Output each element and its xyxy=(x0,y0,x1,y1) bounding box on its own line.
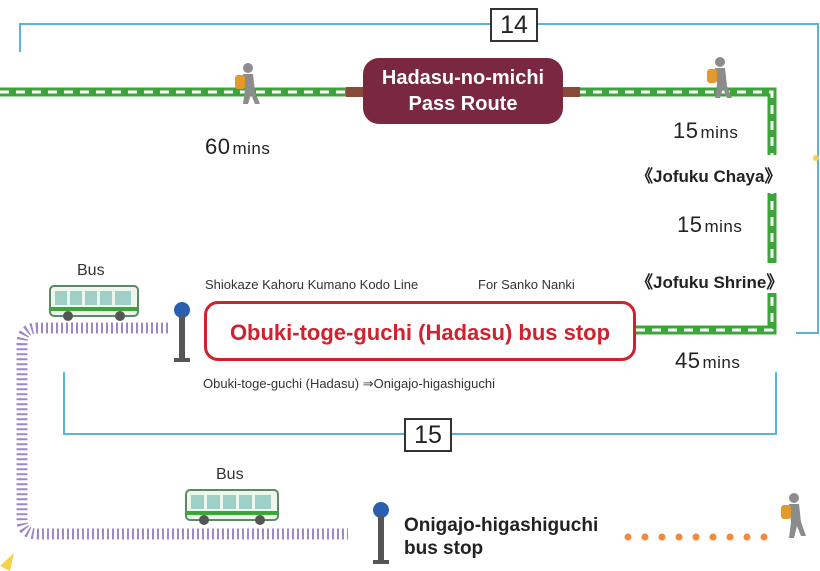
second-stop-line2: bus stop xyxy=(404,538,484,559)
bus-stop-pole-icon xyxy=(373,502,389,564)
pass-route-line1: Hadasu-no-michi xyxy=(381,67,545,89)
section-number-15: 15 xyxy=(404,418,452,452)
duration-unit: mins xyxy=(700,123,739,142)
bus-icon xyxy=(185,489,279,525)
main-bus-stop-label: Obuki-toge-guchi (Hadasu) bus stop xyxy=(204,301,636,361)
bus-route xyxy=(16,322,348,540)
hiker-icon xyxy=(781,493,806,538)
duration-value: 15 xyxy=(677,212,703,237)
duration-unit: mins xyxy=(704,217,743,236)
trail-east xyxy=(561,87,788,335)
bus-icon xyxy=(49,285,139,321)
trail-west xyxy=(0,87,365,97)
bus-stop-pole-icon xyxy=(174,302,190,362)
place-jofuku-chaya: 《Jofuku Chaya》 xyxy=(636,167,782,186)
bus-label-lower: Bus xyxy=(216,466,244,483)
section-14-bracket xyxy=(19,23,819,334)
section-number-14: 14 xyxy=(490,8,538,42)
duration-value: 45 xyxy=(675,348,701,373)
pass-route-badge: Hadasu-no-michi Pass Route xyxy=(363,58,563,124)
hiker-icon xyxy=(707,57,732,98)
place-jofuku-shrine: 《Jofuku Shrine》 xyxy=(636,273,784,292)
hiker-icon xyxy=(235,63,260,104)
bus-label-upper: Bus xyxy=(77,262,105,279)
accent-mark xyxy=(0,553,14,571)
duration-unit: mins xyxy=(702,353,741,372)
pass-route-line2: Pass Route xyxy=(408,93,518,115)
duration-value: 15 xyxy=(673,118,699,143)
second-bus-stop-label: Onigajo-higashiguchi bus stop xyxy=(404,514,598,560)
second-stop-line1: Onigajo-higashiguchi xyxy=(404,515,599,536)
route-note: Obuki-toge-guchi (Hadasu) ⇒Onigajo-higas… xyxy=(203,376,495,391)
bus-line-name: Shiokaze Kahoru Kumano Kodo Line xyxy=(205,277,419,292)
accent-dot xyxy=(813,155,819,161)
duration-unit: mins xyxy=(232,139,271,158)
duration-value: 60 xyxy=(205,134,231,159)
bus-line-destination: For Sanko Nanki xyxy=(478,277,575,292)
